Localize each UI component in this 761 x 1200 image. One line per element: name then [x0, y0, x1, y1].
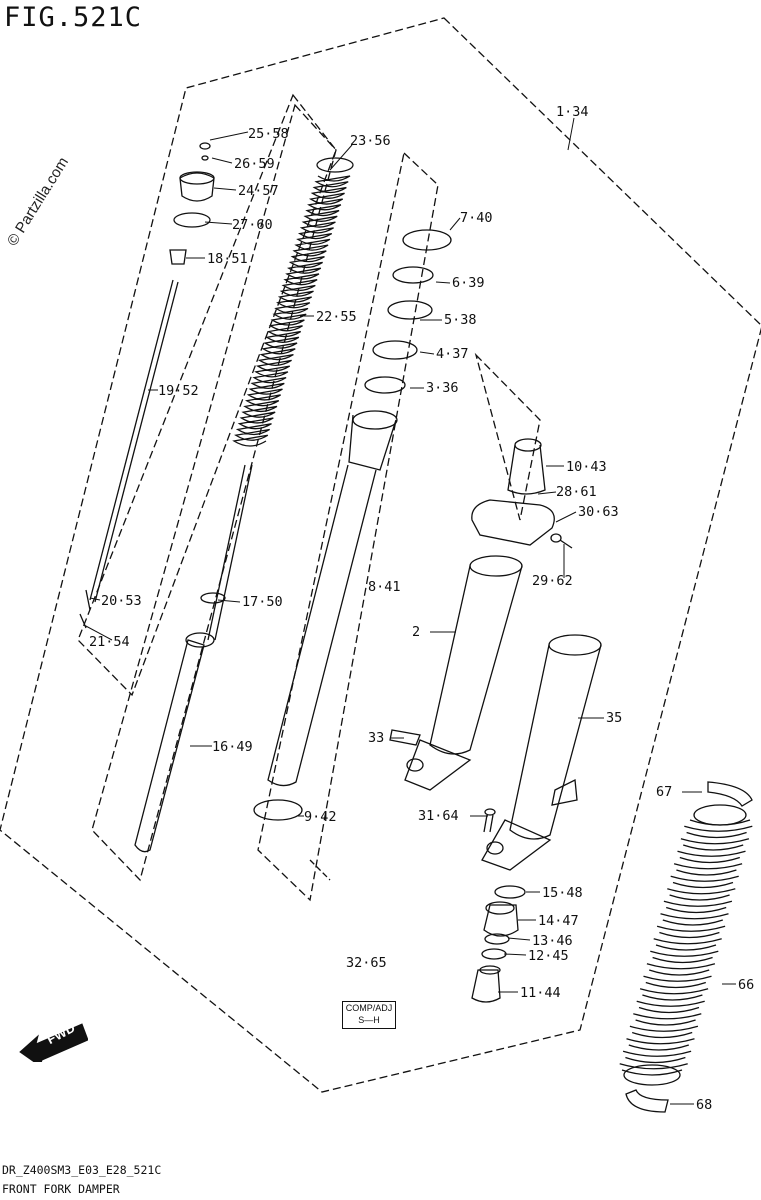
callout-30-63: 30·63	[578, 504, 619, 520]
adjuster-stack	[471, 885, 526, 1003]
callout-18-51: 18·51	[207, 251, 248, 267]
callout-10-43: 10·43	[566, 459, 607, 475]
callout-66: 66	[738, 977, 755, 993]
circlip-68	[625, 1089, 669, 1113]
callout-68: 68	[696, 1097, 713, 1113]
circlip-67	[707, 781, 753, 807]
callout-2: 2	[412, 624, 421, 640]
callout-15-48: 15·48	[542, 885, 583, 901]
callout-25-58: 25·58	[248, 126, 289, 142]
callout-6-39: 6·39	[452, 275, 485, 291]
damper-cylinder	[134, 464, 253, 853]
outer-group-outline	[0, 17, 761, 1093]
callout-16-49: 16·49	[212, 739, 253, 755]
callout-27-60: 27·60	[232, 217, 273, 233]
callout-26-59: 26·59	[234, 156, 275, 172]
outer-tube-right	[481, 634, 602, 871]
badge-line-2: S—H	[358, 1015, 380, 1025]
callout-28-61: 28·61	[556, 484, 597, 500]
inner-tube	[253, 229, 452, 821]
outer-tube-upper	[471, 438, 573, 549]
callout-32-65: 32·65	[346, 955, 387, 971]
forward-arrow-icon	[19, 1023, 88, 1062]
callout-29-62: 29·62	[532, 573, 573, 589]
outer-tube-left	[389, 555, 523, 791]
callout-33: 33	[368, 730, 385, 746]
callout-35: 35	[606, 710, 623, 726]
callout-1-34: 1·34	[556, 104, 589, 120]
callout-4-37: 4·37	[436, 346, 469, 362]
callout-8-41: 8·41	[368, 579, 401, 595]
callout-13-46: 13·46	[532, 933, 573, 949]
callout-3-36: 3·36	[426, 380, 459, 396]
diagram-caption: FRONT FORK DAMPER	[2, 1182, 120, 1196]
cap-bolt-group	[79, 142, 215, 629]
callout-24-57: 24·57	[238, 183, 279, 199]
callout-9-42: 9·42	[304, 809, 337, 825]
callout-23-56: 23·56	[350, 133, 391, 149]
middle-group-outline	[91, 103, 337, 882]
callout-19-52: 19·52	[158, 383, 199, 399]
inner-tube-group-outline	[257, 151, 439, 902]
callout-5-38: 5·38	[444, 312, 477, 328]
badge-line-1: COMP/ADJ	[345, 1003, 393, 1013]
comp-adj-badge: COMP/ADJ S—H	[342, 1001, 396, 1029]
callout-12-45: 12·45	[528, 948, 569, 964]
callout-67: 67	[656, 784, 673, 800]
callout-31-64: 31·64	[418, 808, 459, 824]
callout-11-44: 11·44	[520, 985, 561, 1001]
callout-21-54: 21·54	[89, 634, 130, 650]
outer-tube-group-outline	[474, 352, 541, 521]
callout-7-40: 7·40	[460, 210, 493, 226]
dust-boot	[619, 804, 753, 1086]
callout-14-47: 14·47	[538, 913, 579, 929]
fork-spring	[232, 157, 354, 447]
callout-22-55: 22·55	[316, 309, 357, 325]
bolt-31	[483, 808, 496, 833]
left-group-outline	[77, 93, 337, 697]
callout-20-53: 20·53	[101, 593, 142, 609]
model-code: DR_Z400SM3_E03_E28_521C	[2, 1163, 162, 1177]
figure-title: FIG.521C	[4, 2, 143, 33]
callout-17-50: 17·50	[242, 594, 283, 610]
